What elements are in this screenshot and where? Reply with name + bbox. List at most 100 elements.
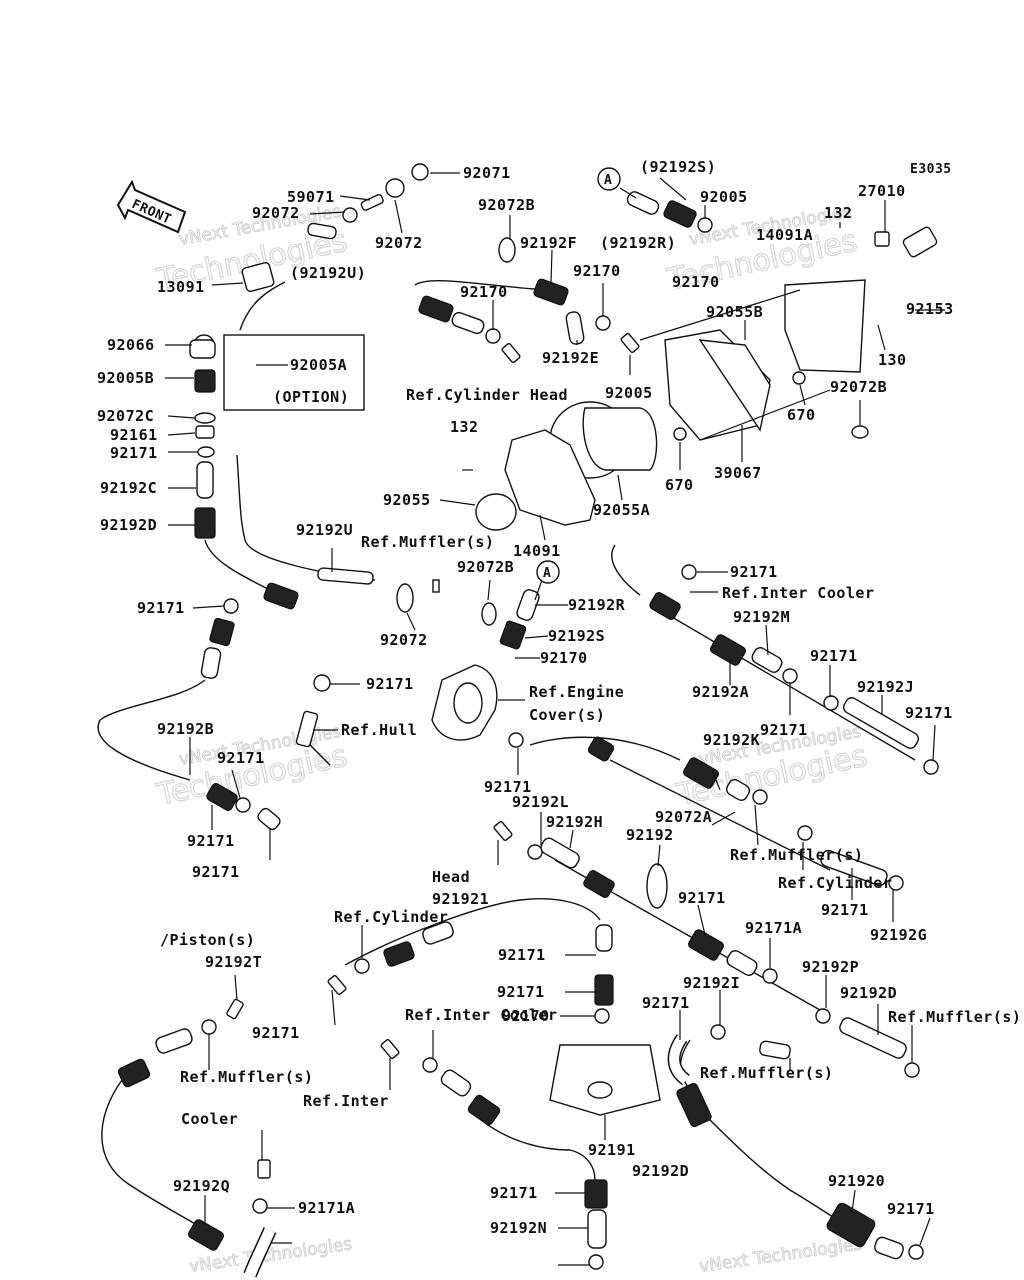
part-label: Ref.Muffler(s) bbox=[700, 1064, 833, 1082]
part-label: 921920 bbox=[828, 1172, 885, 1190]
part-label: 92005B bbox=[97, 369, 154, 387]
part-label: 130 bbox=[878, 351, 907, 369]
part-label: (92192S) bbox=[640, 158, 716, 176]
callout-a-mid: A bbox=[536, 560, 560, 584]
part-label: 92171 bbox=[187, 832, 235, 850]
part-label: 92170 bbox=[540, 649, 588, 667]
part-labels: 92071 59071 92072 92072 (92192U) 13091 9… bbox=[97, 158, 1021, 1237]
hose-tubes bbox=[155, 191, 920, 1278]
part-label: Ref.Muffler(s) bbox=[180, 1068, 313, 1086]
part-label: 92072B bbox=[457, 558, 514, 576]
part-label: Ref.Cylinder bbox=[778, 874, 892, 892]
part-label: 92072C bbox=[97, 407, 154, 425]
callout-letter: A bbox=[604, 173, 612, 188]
watermark-text: vNext Technologies bbox=[698, 1234, 864, 1277]
part-label: 92005 bbox=[605, 384, 653, 402]
part-label: 92192D bbox=[632, 1162, 689, 1180]
callout-a-top: A bbox=[597, 167, 621, 191]
part-label: 92192S bbox=[548, 627, 605, 645]
part-label: 92171 bbox=[490, 1184, 538, 1202]
part-label: 92170 bbox=[502, 1007, 550, 1025]
part-label: 132 bbox=[450, 418, 479, 436]
part-label: 13091 bbox=[157, 278, 205, 296]
part-label: 92071 bbox=[463, 164, 511, 182]
cover-plates bbox=[189, 279, 866, 1116]
part-label: 92170 bbox=[573, 262, 621, 280]
part-label: 92055A bbox=[593, 501, 650, 519]
part-label: 92005 bbox=[700, 188, 748, 206]
part-label: 92171 bbox=[810, 647, 858, 665]
part-label: 92192F bbox=[520, 234, 577, 252]
part-label: (OPTION) bbox=[273, 388, 349, 406]
part-label: 92192L bbox=[512, 793, 569, 811]
part-label: 92192T bbox=[205, 953, 262, 971]
part-label: Cover(s) bbox=[529, 706, 605, 724]
part-label: 92072 bbox=[252, 204, 300, 222]
callout-letter: A bbox=[543, 566, 551, 581]
part-label: 92192E bbox=[542, 349, 599, 367]
part-label: 92192B bbox=[157, 720, 214, 738]
part-label: Ref.Engine bbox=[529, 683, 624, 701]
part-label: 92072B bbox=[478, 196, 535, 214]
leader-lines bbox=[165, 172, 945, 1266]
part-label: 92055B bbox=[706, 303, 763, 321]
part-label: 92055 bbox=[383, 491, 431, 509]
part-label: 92192Q bbox=[173, 1177, 230, 1195]
part-label: 59071 bbox=[287, 188, 335, 206]
part-label: 92171 bbox=[217, 749, 265, 767]
part-label: 92171 bbox=[252, 1024, 300, 1042]
part-label: (92192R) bbox=[600, 234, 676, 252]
part-label: 92161 bbox=[110, 426, 158, 444]
part-label: 92171 bbox=[497, 983, 545, 1001]
part-label: 92072A bbox=[655, 808, 712, 826]
part-label: Head bbox=[432, 868, 470, 886]
part-label: Cooler bbox=[181, 1110, 238, 1128]
part-label: /Piston(s) bbox=[160, 931, 255, 949]
part-label: 92192K bbox=[703, 731, 760, 749]
part-label: Ref.Muffler(s) bbox=[730, 846, 863, 864]
part-label: (92192U) bbox=[290, 264, 366, 282]
part-label: 92171 bbox=[366, 675, 414, 693]
part-label: 92192I bbox=[683, 974, 740, 992]
part-label: 92191 bbox=[588, 1141, 636, 1159]
part-label: 921921 bbox=[432, 890, 489, 908]
part-label: 92192U bbox=[296, 521, 353, 539]
part-label: 39067 bbox=[714, 464, 762, 482]
part-label: 92192R bbox=[568, 596, 626, 614]
part-label: 92192N bbox=[490, 1219, 547, 1237]
part-label: 92171 bbox=[760, 721, 808, 739]
part-label: Ref.Hull bbox=[341, 721, 417, 739]
part-label: 92171 bbox=[642, 994, 690, 1012]
part-label: 14091A bbox=[756, 226, 813, 244]
part-label: 92192C bbox=[100, 479, 157, 497]
hose-coils bbox=[117, 200, 876, 1251]
part-label: 92171 bbox=[110, 444, 158, 462]
part-label: 92192J bbox=[857, 678, 914, 696]
part-label: 92005A bbox=[290, 356, 347, 374]
part-label: Ref.Inter Cooler bbox=[722, 584, 875, 602]
part-label: 14091 bbox=[513, 542, 561, 560]
part-label: 92072 bbox=[375, 234, 423, 252]
part-label: 92171A bbox=[745, 919, 802, 937]
part-label: 132 bbox=[824, 204, 853, 222]
part-label: 92192H bbox=[546, 813, 603, 831]
part-label: 92171 bbox=[137, 599, 185, 617]
part-label: Ref.Muffler(s) bbox=[888, 1008, 1021, 1026]
part-label: 92192M bbox=[733, 608, 790, 626]
front-arrow-icon: FRONT bbox=[116, 179, 187, 234]
part-label: 92171A bbox=[298, 1199, 355, 1217]
part-label: 92171 bbox=[730, 563, 778, 581]
part-label: Ref.Cylinder Head bbox=[406, 386, 568, 404]
part-label: 92171 bbox=[887, 1200, 935, 1218]
part-label: 92171 bbox=[905, 704, 953, 722]
part-label: 92192A bbox=[692, 683, 749, 701]
part-label: 92066 bbox=[107, 336, 155, 354]
part-label: 92192G bbox=[870, 926, 927, 944]
part-label: 27010 bbox=[858, 182, 906, 200]
part-label: 92192D bbox=[840, 984, 897, 1002]
part-label: Ref.Muffler(s) bbox=[361, 533, 494, 551]
part-label: 670 bbox=[787, 406, 816, 424]
part-label: 92192P bbox=[802, 958, 859, 976]
part-label: 670 bbox=[665, 476, 694, 494]
part-label: 92072B bbox=[830, 378, 887, 396]
